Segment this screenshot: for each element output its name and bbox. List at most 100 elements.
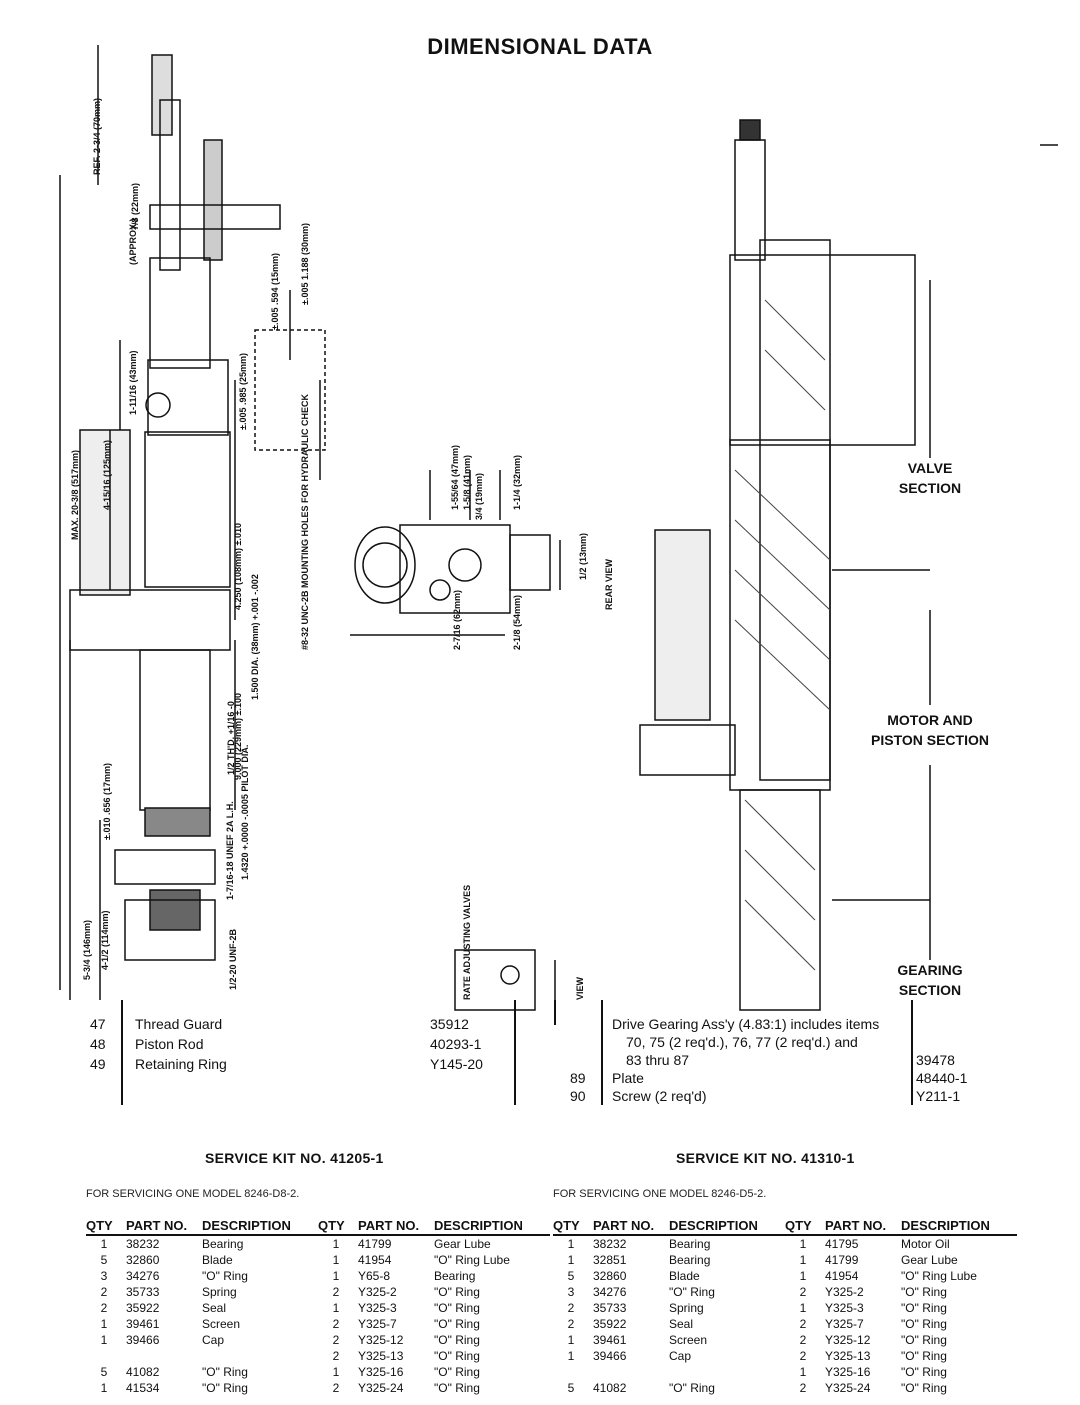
table-cell: 1 bbox=[799, 1253, 807, 1267]
table-cell: Y325-16 bbox=[358, 1365, 404, 1379]
table-cell: "O" Ring bbox=[434, 1285, 480, 1299]
dimension-label: 1-1/4 (32mm) bbox=[512, 454, 522, 510]
gearing-section-text: GEARING SECTION bbox=[897, 962, 963, 998]
table-cell: Seal bbox=[669, 1317, 694, 1331]
part-number: Y211-1 bbox=[916, 1088, 961, 1104]
table-cell: 1 bbox=[567, 1237, 575, 1251]
table-cell: Y325-16 bbox=[825, 1365, 871, 1379]
dimension-label: 1.4320 +.0000 -.0005 PILOT DIA. bbox=[240, 744, 250, 880]
table-cell: 41534 bbox=[126, 1381, 160, 1395]
table-cell: 1 bbox=[332, 1301, 340, 1315]
table-cell: 1 bbox=[332, 1253, 340, 1267]
part-description: Retaining Ring bbox=[135, 1056, 227, 1072]
part-number: 48440-1 bbox=[916, 1070, 968, 1086]
table-cell: Gear Lube bbox=[901, 1253, 958, 1267]
dimension-label: 4-1/2 (114mm) bbox=[100, 910, 110, 970]
dimension-label: REAR VIEW bbox=[604, 558, 614, 610]
table-cell: 35922 bbox=[593, 1317, 627, 1331]
table-cell: 32860 bbox=[593, 1269, 627, 1283]
table-cell: 39461 bbox=[593, 1333, 627, 1347]
dimension-label: 4-15/16 (125mm) bbox=[102, 439, 112, 510]
table-cell: Y325-2 bbox=[825, 1285, 864, 1299]
table-cell: Y325-24 bbox=[825, 1381, 871, 1395]
table-cell: Seal bbox=[202, 1301, 227, 1315]
kit-2-title: SERVICE KIT NO. 41310-1 bbox=[676, 1150, 855, 1166]
dimension-label: 2-1/8 (54mm) bbox=[512, 594, 522, 650]
motor-piston-section-label: MOTOR AND PISTON SECTION bbox=[870, 710, 990, 750]
table-cell: 32851 bbox=[593, 1253, 627, 1267]
table-cell: 41799 bbox=[825, 1253, 859, 1267]
table-cell: 1 bbox=[799, 1301, 807, 1315]
part-description: 83 thru 87 bbox=[626, 1052, 690, 1068]
kit-1-title: SERVICE KIT NO. 41205-1 bbox=[205, 1150, 384, 1166]
table-cell: 2 bbox=[332, 1317, 340, 1331]
table-cell: 35733 bbox=[593, 1301, 627, 1315]
table-cell: Y325-7 bbox=[358, 1317, 397, 1331]
table-cell: Cap bbox=[202, 1333, 225, 1347]
column-header: DESCRIPTION bbox=[669, 1218, 785, 1236]
part-item-number: 48 bbox=[90, 1036, 106, 1052]
table-cell: "O" Ring bbox=[434, 1301, 480, 1315]
part-item-number: 49 bbox=[90, 1056, 106, 1072]
dimension-label: ±.005 .594 (15mm) bbox=[270, 253, 280, 330]
table-cell: 1 bbox=[332, 1269, 340, 1283]
table-cell: "O" Ring bbox=[434, 1381, 480, 1395]
dimension-label: #8-32 UNC-2B MOUNTING HOLES FOR HYDRAULI… bbox=[300, 393, 310, 650]
dimension-label: 1/2-20 UNF-2B bbox=[228, 928, 238, 990]
table-cell: Gear Lube bbox=[434, 1237, 491, 1251]
table-cell: Screen bbox=[202, 1317, 241, 1331]
table-cell: 2 bbox=[567, 1317, 575, 1331]
dimension-label: 1-7/16-18 UNEF 2A L.H. bbox=[225, 801, 235, 900]
table-cell: 38232 bbox=[593, 1237, 627, 1251]
table-cell: 2 bbox=[799, 1349, 807, 1363]
table-cell: 1 bbox=[100, 1381, 108, 1395]
dimension-label: 1/2 (13mm) bbox=[578, 532, 588, 580]
dimension-label: 2-7/16 (62mm) bbox=[452, 589, 462, 650]
table-cell: 39466 bbox=[126, 1333, 160, 1347]
table-cell: Bearing bbox=[202, 1237, 244, 1251]
table-cell: "O" Ring Lube bbox=[901, 1269, 977, 1283]
dimension-label: 1-11/16 (43mm) bbox=[128, 350, 138, 415]
table-cell: 5 bbox=[567, 1381, 575, 1395]
table-cell: "O" Ring Lube bbox=[434, 1253, 510, 1267]
part-description: Drive Gearing Ass'y (4.83:1) includes it… bbox=[612, 1016, 880, 1032]
table-cell: 34276 bbox=[126, 1269, 160, 1283]
part-item-number: 90 bbox=[570, 1088, 586, 1104]
part-number: 40293-1 bbox=[430, 1036, 482, 1052]
table-cell bbox=[202, 1348, 318, 1364]
dimension-label: 3/4 (19mm) bbox=[474, 472, 484, 520]
column-header: PART NO. bbox=[593, 1218, 669, 1236]
dimension-label: 4.250 (108mm) ±.010 bbox=[233, 523, 243, 610]
page-title: DIMENSIONAL DATA bbox=[427, 34, 653, 59]
dimension-label: VIEW bbox=[575, 976, 585, 1000]
table-cell: "O" Ring bbox=[434, 1365, 480, 1379]
table-cell: Y325-7 bbox=[825, 1317, 864, 1331]
table-cell: 41082 bbox=[126, 1365, 160, 1379]
dimension-label: 7/8 (22mm) bbox=[130, 182, 140, 230]
valve-section-label: VALVE SECTION bbox=[880, 458, 980, 498]
table-cell: "O" Ring bbox=[901, 1285, 947, 1299]
column-header: QTY bbox=[553, 1218, 593, 1236]
table-cell: 2 bbox=[799, 1381, 807, 1395]
dimension-label: REF. 2-3/4 (70mm) bbox=[92, 97, 102, 175]
table-cell: 38232 bbox=[126, 1237, 160, 1251]
table-cell: Spring bbox=[669, 1301, 704, 1315]
table-cell: "O" Ring bbox=[669, 1381, 715, 1395]
table-cell: 35922 bbox=[126, 1301, 160, 1315]
table-cell: 32860 bbox=[126, 1253, 160, 1267]
parts-list-rules bbox=[121, 1000, 913, 1105]
dimension-label: RATE ADJUSTING VALVES bbox=[462, 884, 472, 1000]
valve-section-text: VALVE SECTION bbox=[898, 460, 962, 496]
table-cell: 2 bbox=[799, 1285, 807, 1299]
